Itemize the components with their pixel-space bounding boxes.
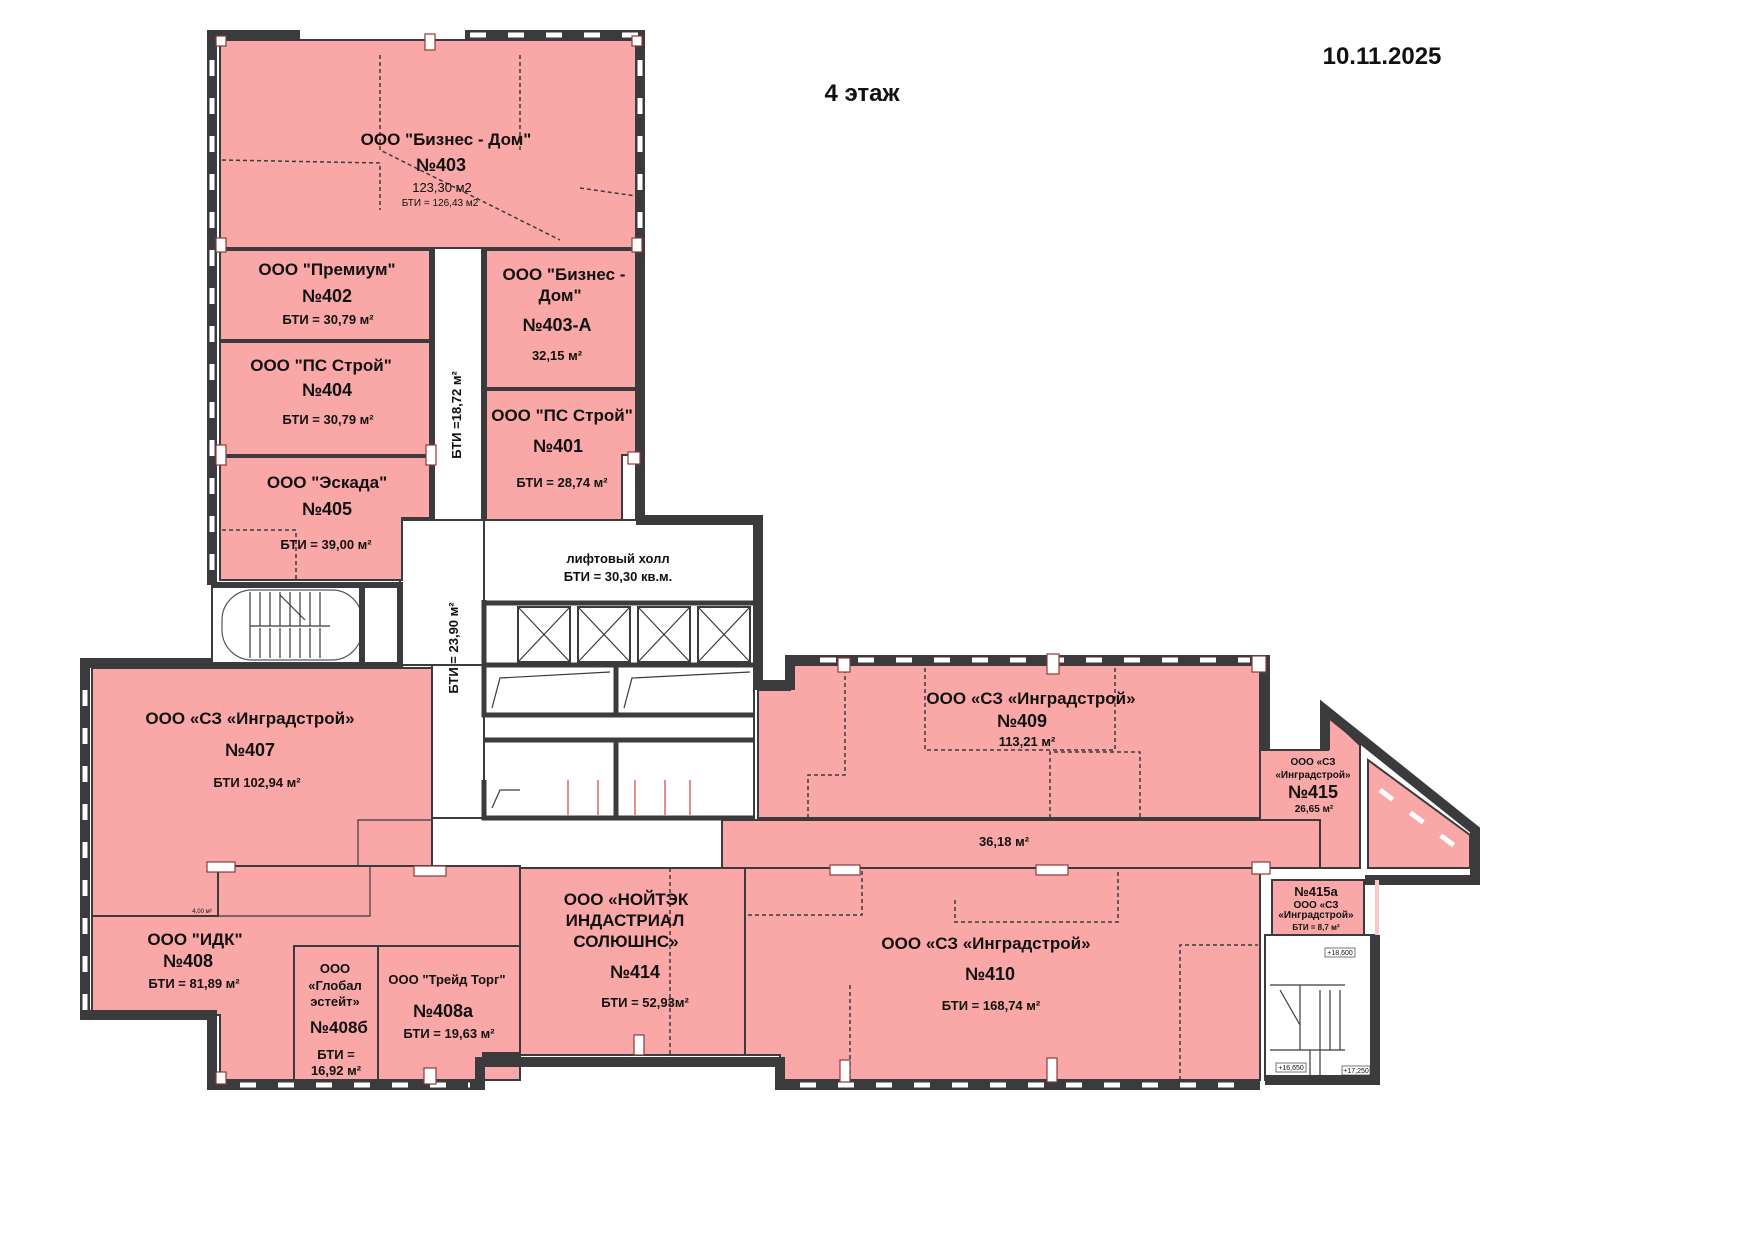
room-410-number: №410 (965, 964, 1015, 984)
room-415-tenant: «Инградстрой» (1275, 770, 1351, 781)
room-407-bti: БТИ 102,94 м² (213, 775, 301, 790)
corridor-east-area: 36,18 м² (979, 834, 1030, 849)
room-414-tenant: ООО «НОЙТЭК (564, 890, 689, 909)
room-labels: ООО "Бизнес - Дом" №403 123,30 м2 БТИ = … (145, 130, 1354, 1078)
room-404-tenant: ООО "ПС Строй" (250, 356, 392, 375)
room-415a-tenant: «Инградстрой» (1278, 910, 1354, 921)
lift-hall-bti: БТИ = 30,30 кв.м. (564, 569, 673, 584)
room-402-tenant: ООО "Премиум" (258, 260, 395, 279)
lift-hall-name: лифтовый холл (566, 551, 669, 566)
corridor-south (431, 817, 723, 869)
room-415a-bti: БТИ = 8,7 м² (1292, 923, 1340, 932)
room-408a-number: №408а (413, 1001, 474, 1021)
room-408b-tenant: эстейт» (310, 994, 359, 1009)
room-408a-bti: БТИ = 19,63 м² (403, 1026, 495, 1041)
room-403-area: 123,30 м2 (412, 180, 472, 195)
room-401-number: №401 (533, 436, 583, 456)
room-415a-number: №415а (1294, 884, 1338, 899)
room-403-bti: БТИ = 126,43 м2 (402, 198, 479, 209)
room-408b-bti: 16,92 м² (311, 1063, 362, 1078)
room-405-bti: БТИ = 39,00 м² (280, 537, 372, 552)
corridor-lower-bti: БТИ = 23,90 м² (446, 602, 461, 694)
room-404-number: №404 (302, 380, 352, 400)
room-410-bti: БТИ = 168,74 м² (942, 998, 1041, 1013)
room-404[interactable] (219, 341, 433, 456)
room-414-number: №414 (610, 962, 660, 982)
corridor-junction (399, 519, 485, 666)
rooms (91, 39, 1471, 1081)
room-409-area: 113,21 м² (999, 734, 1056, 749)
room-402-number: №402 (302, 286, 352, 306)
room-414-tenant: СОЛЮШНС» (573, 932, 678, 951)
room-415-number: №415 (1288, 782, 1338, 802)
partitions (218, 55, 1258, 1080)
room-409-number: №409 (997, 711, 1047, 731)
room-403-tenant: ООО "Бизнес - Дом" (361, 130, 532, 149)
room-403a-tenant: ООО "Бизнес - (503, 265, 626, 284)
room-415a-tenant: ООО «СЗ (1293, 900, 1338, 911)
room-414[interactable] (519, 867, 746, 1056)
room-403a-tenant: Дом" (538, 286, 581, 305)
exterior-walls (80, 30, 1480, 1090)
room-405-tenant: ООО "Эскада" (267, 473, 387, 492)
room-407-tenant: ООО «СЗ «Инградстрой» (145, 709, 354, 728)
room-414-tenant: ИНДАСТРИАЛ (566, 911, 685, 930)
room-403-number: №403 (416, 155, 466, 175)
corridor-east[interactable] (721, 819, 1321, 869)
room-408b-tenant: «Глобал (308, 978, 362, 993)
level-mark: +17,250 (1343, 1068, 1369, 1075)
room-408b[interactable] (293, 945, 379, 1081)
room-404-bti: БТИ = 30,79 м² (282, 412, 374, 427)
room-415-tenant: ООО «СЗ (1290, 757, 1335, 768)
doors (206, 33, 1271, 1085)
level-mark: +16,650 (1278, 1065, 1304, 1072)
room-402[interactable] (219, 249, 433, 341)
lifts (481, 600, 754, 821)
corridor-upper-bti: БТИ =18,72 м² (449, 371, 464, 459)
room-415a[interactable] (1271, 879, 1365, 936)
floor-title: 4 этаж (824, 80, 900, 107)
room-410-tenant: ООО «СЗ «Инградстрой» (881, 934, 1090, 953)
room-408-bti: БТИ = 81,89 м² (148, 976, 240, 991)
room-407-small-area: 4,00 м² (192, 909, 211, 915)
room-408b-tenant: ООО (320, 961, 350, 976)
plan-date: 10.11.2025 (1323, 43, 1442, 70)
room-408-tenant: ООО "ИДК" (147, 930, 242, 949)
room-402-bti: БТИ = 30,79 м² (282, 312, 374, 327)
level-mark: +18,600 (1327, 950, 1353, 957)
room-403a-area: 32,15 м² (532, 348, 583, 363)
room-408b-number: №408б (310, 1018, 368, 1037)
room-414-bti: БТИ = 52,93м² (601, 995, 689, 1010)
room-408-number: №408 (163, 951, 213, 971)
room-408a-tenant: ООО "Трейд Торг" (388, 972, 505, 987)
room-401-bti: БТИ = 28,74 м² (516, 475, 608, 490)
room-415-area: 26,65 м² (1295, 804, 1334, 815)
room-405-number: №405 (302, 499, 352, 519)
room-401-tenant: ООО "ПС Строй" (491, 406, 633, 425)
room-403a-number: №403-А (522, 315, 591, 335)
stairwell-west (211, 584, 363, 664)
room-409-tenant: ООО «СЗ «Инградстрой» (926, 689, 1135, 708)
room-407-number: №407 (225, 740, 275, 760)
room-408b-bti: БТИ = (317, 1047, 355, 1062)
